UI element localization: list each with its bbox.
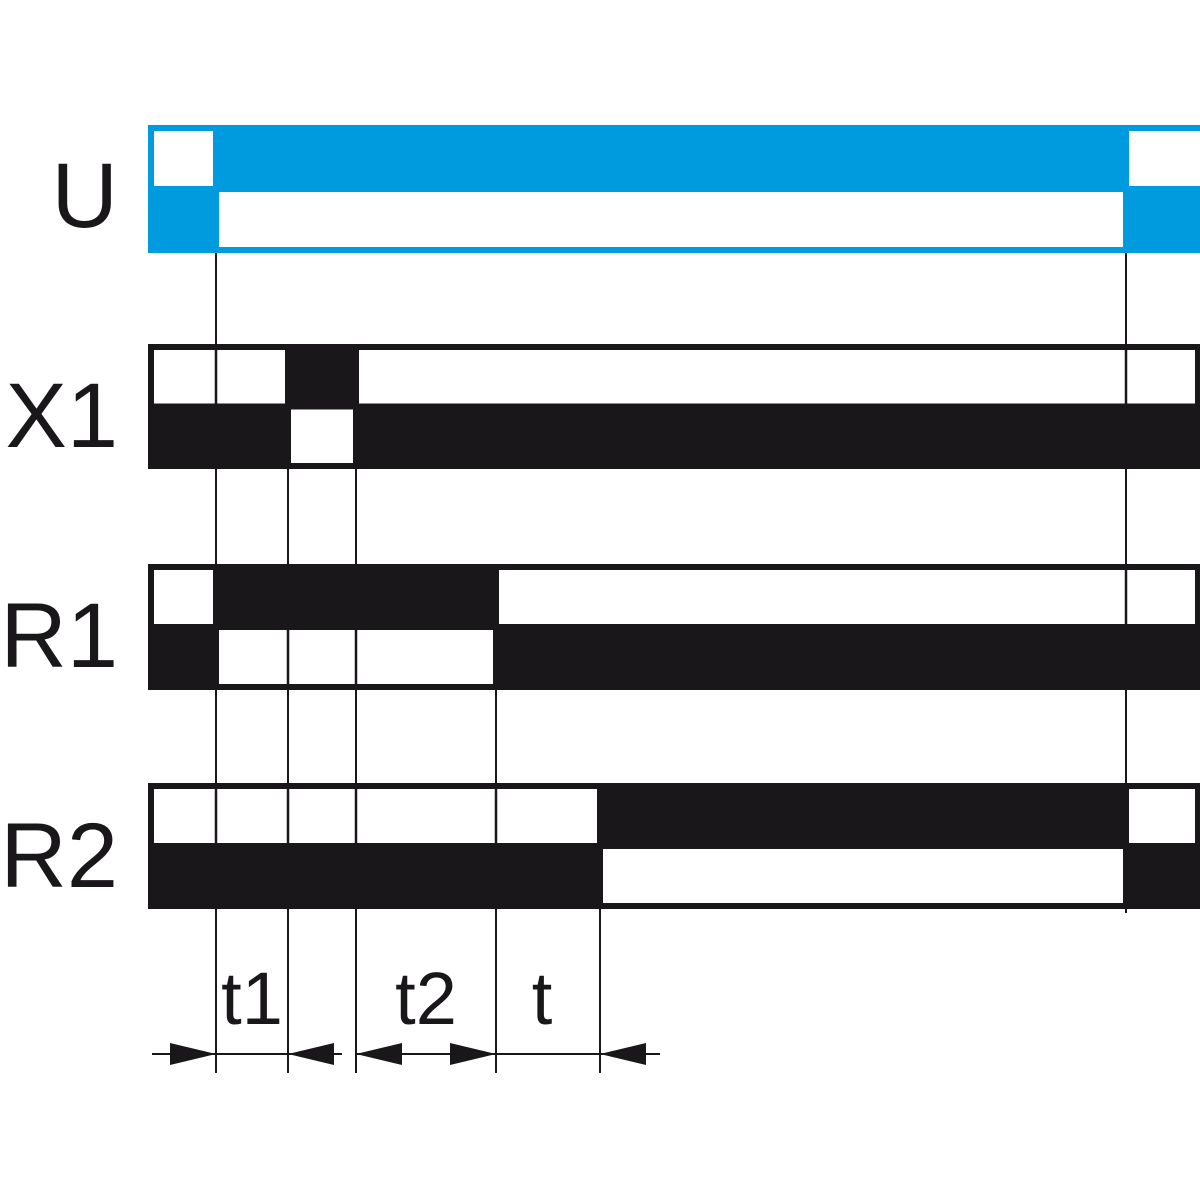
signal-cell-off-x1 bbox=[359, 350, 1195, 404]
signal-cell-on-r2 bbox=[603, 849, 1123, 903]
time-label-t2: t2 bbox=[395, 957, 457, 1040]
signal-cell-off-r1 bbox=[499, 570, 1195, 624]
signal-cell-on-u bbox=[219, 192, 1123, 247]
arrowhead-icon bbox=[356, 1043, 402, 1065]
arrowhead-icon bbox=[600, 1043, 646, 1065]
signal-cell-off-r2 bbox=[154, 789, 597, 843]
signal-cell-off-x1 bbox=[154, 350, 285, 404]
signal-cell-off-r1 bbox=[154, 570, 213, 624]
signal-cell-off-r2 bbox=[1129, 789, 1195, 843]
time-label-t1: t1 bbox=[221, 957, 283, 1040]
row-label-r2: R2 bbox=[0, 805, 118, 907]
row-label-u: U bbox=[51, 145, 118, 247]
arrowhead-icon bbox=[170, 1043, 216, 1065]
signal-cell-off-u bbox=[154, 131, 213, 186]
signal-cell-off-u bbox=[1129, 131, 1200, 186]
time-label-t: t bbox=[531, 957, 553, 1040]
signal-cell-on-x1 bbox=[291, 409, 353, 463]
arrowhead-icon bbox=[288, 1043, 334, 1065]
row-label-x1: X1 bbox=[5, 365, 118, 467]
arrowhead-icon bbox=[450, 1043, 496, 1065]
row-label-r1: R1 bbox=[0, 585, 118, 687]
